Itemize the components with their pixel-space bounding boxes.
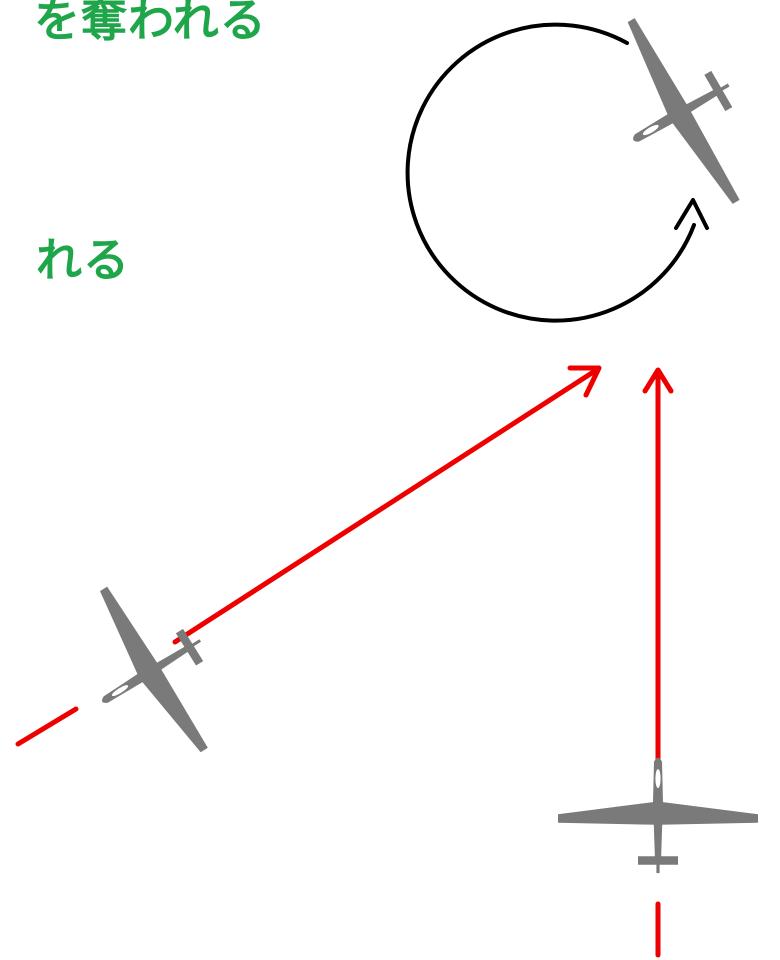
heading-text-top: を奪われる (34, 0, 267, 47)
red-path-diagonal (15, 365, 602, 747)
glider-bottom-icon (558, 757, 758, 874)
glider-left-icon (51, 559, 251, 783)
heading-text-middle: れる (36, 233, 130, 287)
red-path-vertical (642, 367, 674, 958)
circle-arrow (405, 22, 709, 323)
